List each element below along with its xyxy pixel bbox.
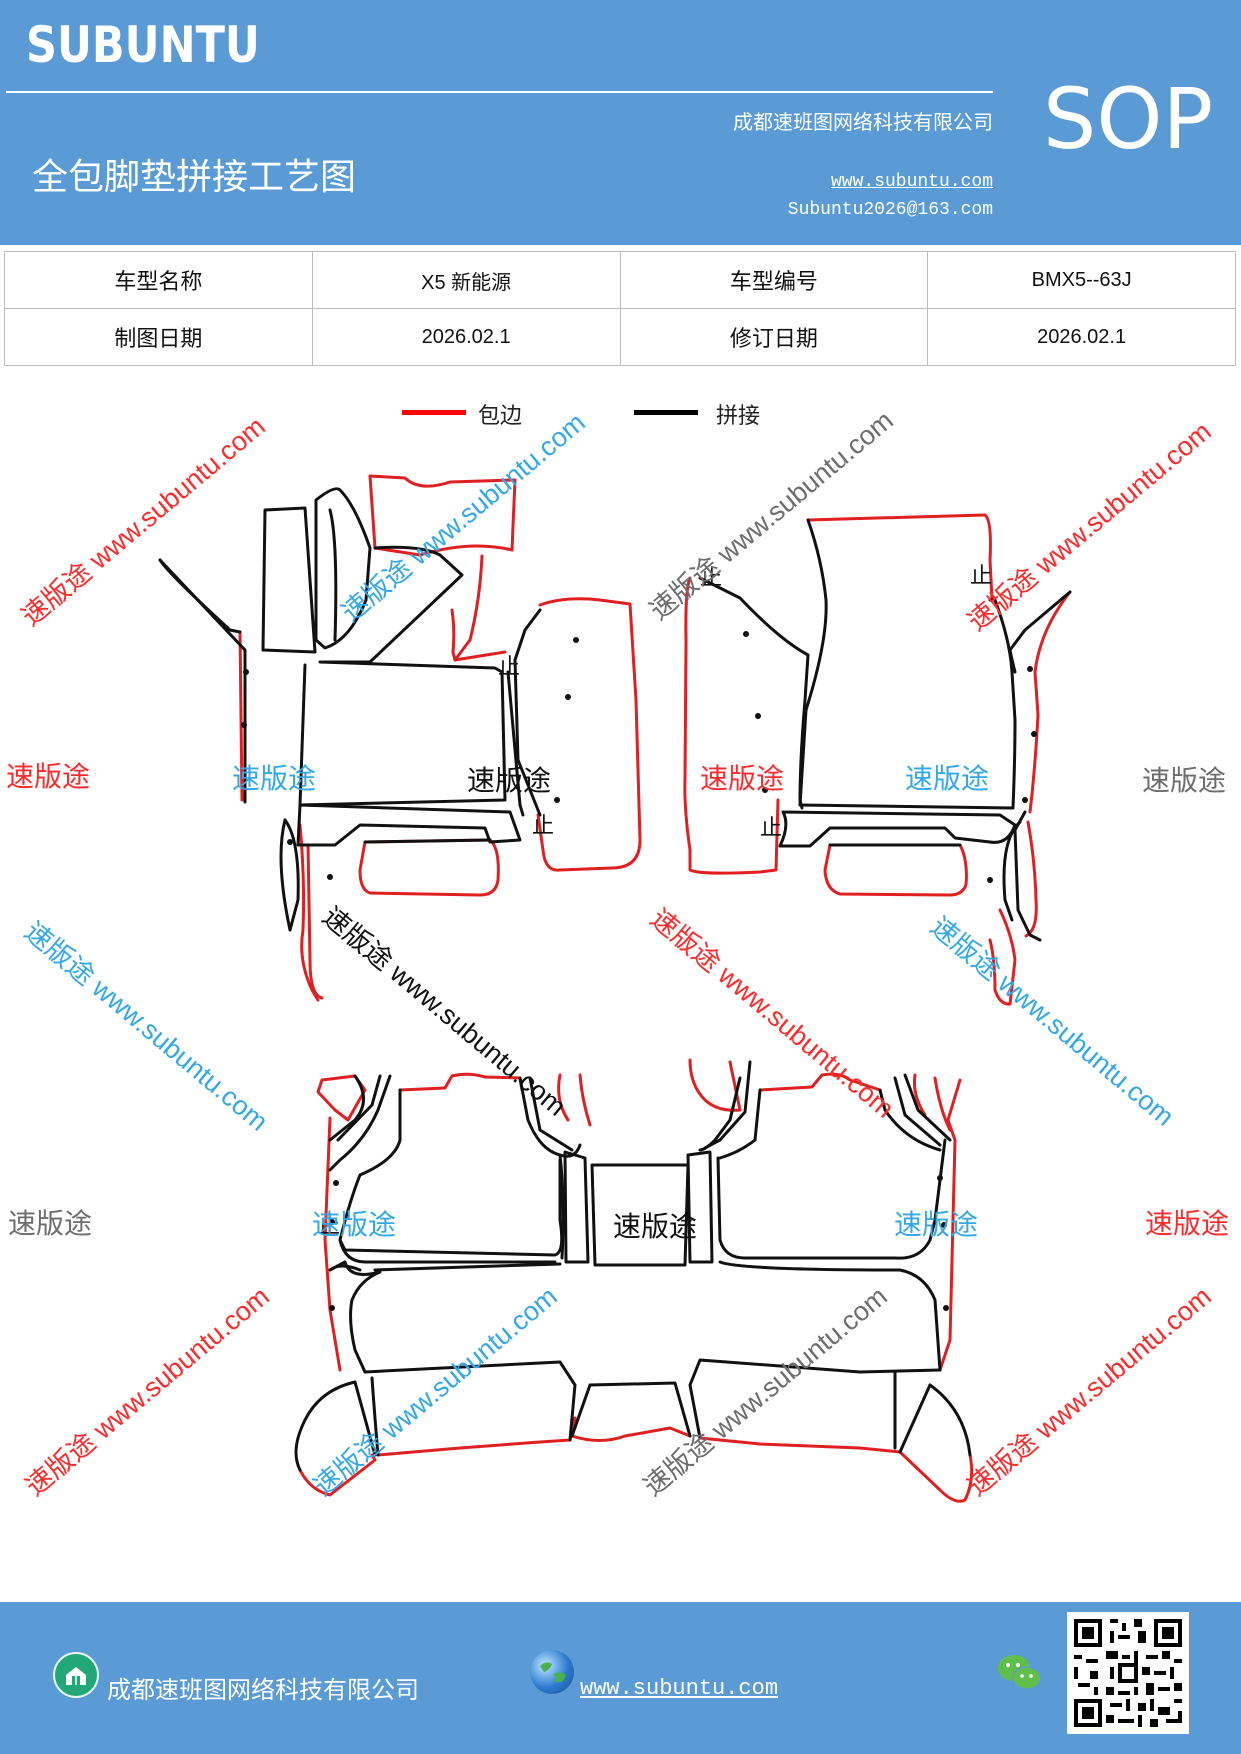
- watermark: 速版途: [312, 1209, 397, 1240]
- globe-icon: [530, 1650, 574, 1694]
- front-right-mat: [683, 513, 1072, 1006]
- watermark: 速版途: [894, 1209, 979, 1240]
- table-row: 车型名称 X5 新能源 车型编号 BMX5--63J: [4, 251, 1236, 309]
- revise-date-value: 2026.02.1: [927, 308, 1236, 366]
- footer-website-link[interactable]: www.subuntu.com: [580, 1676, 779, 1701]
- header-divider: [6, 91, 993, 93]
- watermark: 速版途: [1142, 765, 1227, 796]
- stop-mark: 止: [970, 563, 993, 588]
- model-code-label: 车型编号: [619, 251, 929, 309]
- stop-mark: 止: [318, 1213, 341, 1238]
- page-title: 全包脚垫拼接工艺图: [32, 157, 357, 198]
- rear-mat: [294, 1058, 974, 1503]
- model-name-label: 车型名称: [4, 251, 313, 309]
- legend-edge-label: 包边: [478, 404, 523, 429]
- wechat-icon: [996, 1652, 1044, 1699]
- model-name-value: X5 新能源: [311, 251, 621, 309]
- model-code-value: BMX5--63J: [927, 251, 1236, 309]
- stop-mark: 止: [532, 813, 555, 838]
- legend-splice-label: 拼接: [716, 404, 761, 429]
- stop-mark: 止: [700, 565, 723, 590]
- brand-logo: SUBUNTU: [26, 16, 260, 74]
- header-banner: SUBUNTU SOP 成都速班图网络科技有限公司 全包脚垫拼接工艺图 www.…: [0, 0, 1241, 245]
- stop-mark: 止: [498, 654, 521, 679]
- stop-mark: 止: [760, 815, 783, 840]
- watermark: 速版途: [905, 763, 990, 794]
- watermark: 速版途: [613, 1211, 698, 1242]
- watermark: 速版途: [467, 765, 552, 796]
- info-table: 车型名称 X5 新能源 车型编号 BMX5--63J 制图日期 2026.02.…: [4, 251, 1236, 366]
- footer-company-name: 成都速班图网络科技有限公司: [107, 1676, 419, 1704]
- front-left-mat: [158, 474, 642, 1002]
- qr-code: [1067, 1612, 1189, 1734]
- revise-date-label: 修订日期: [619, 308, 929, 366]
- website-link[interactable]: www.subuntu.com: [830, 172, 993, 192]
- watermark: 速版途: [6, 761, 91, 792]
- home-icon: [53, 1652, 99, 1698]
- sop-label: SOP: [1043, 70, 1214, 168]
- watermark: 速版途: [8, 1208, 93, 1239]
- legend: 包边 拼接: [0, 400, 1241, 440]
- draw-date-label: 制图日期: [4, 308, 313, 366]
- company-name: 成都速班图网络科技有限公司: [733, 110, 993, 134]
- draw-date-value: 2026.02.1: [311, 308, 621, 366]
- legend-edge-swatch: [402, 410, 466, 415]
- legend-splice-swatch: [634, 410, 698, 415]
- watermark: 速版途: [232, 763, 317, 794]
- watermark: 速版途: [1145, 1208, 1230, 1239]
- email-address: Subuntu2026@163.com: [787, 200, 993, 220]
- watermark: 速版途: [700, 763, 785, 794]
- table-row: 制图日期 2026.02.1 修订日期 2026.02.1: [4, 308, 1236, 366]
